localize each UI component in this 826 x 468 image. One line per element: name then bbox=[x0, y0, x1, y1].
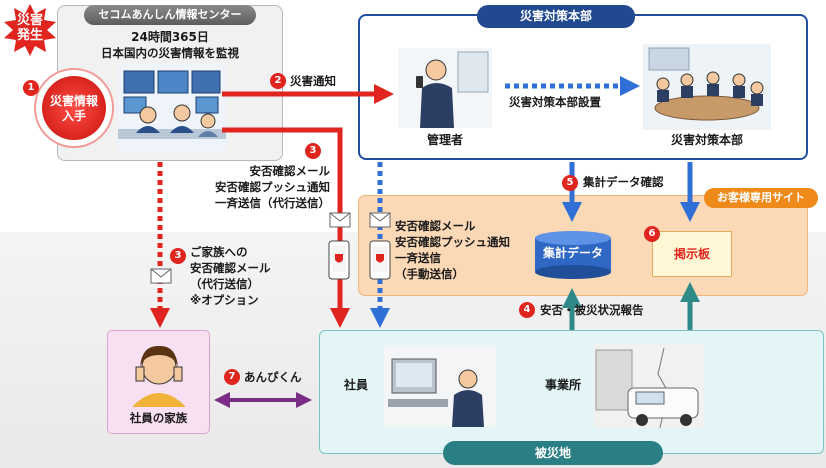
hq-room-icon bbox=[643, 44, 771, 130]
manager-label: 管理者 bbox=[426, 133, 463, 147]
disaster-burst-icon bbox=[4, 4, 56, 56]
intake-circle bbox=[34, 68, 114, 148]
customer-site-title: お客様専用サイト bbox=[704, 188, 818, 208]
intake-label: 災害情報 入手 bbox=[34, 94, 114, 124]
bulletin-board-label: 掲示板 bbox=[673, 247, 710, 261]
step-3a-line3: 一斉送信（代行送信） bbox=[215, 196, 330, 210]
step-3b-badge: 3 bbox=[170, 248, 186, 264]
disaster-line2: 発生 bbox=[16, 28, 43, 43]
step-3a-line2: 安否確認プッシュ通知 bbox=[215, 180, 330, 194]
hq-setup-label: 災害対策本部設置 bbox=[509, 95, 601, 109]
employee-label: 社員 bbox=[344, 378, 369, 392]
phone-icon bbox=[328, 240, 350, 280]
manual-line2: 安否確認プッシュ通知 bbox=[395, 235, 510, 249]
office-icon bbox=[594, 344, 704, 428]
family-label: 社員の家族 bbox=[129, 411, 188, 425]
manual-send-text: 安否確認メール 安否確認プッシュ通知 一斉送信 （手動送信） bbox=[395, 218, 510, 282]
hq-title: 災害対策本部 bbox=[477, 5, 635, 28]
step-7-label: あんぴくん bbox=[244, 370, 302, 384]
mail-icon bbox=[150, 268, 172, 284]
phone-icon bbox=[369, 240, 391, 280]
secom-sub-monitor: 日本国内の災害情報を監視 bbox=[101, 46, 239, 60]
disaster-site-title: 被災地 bbox=[443, 441, 663, 465]
step-4-label: 安否・被災状況報告 bbox=[540, 303, 644, 317]
hq-room-label: 災害対策本部 bbox=[670, 133, 743, 147]
disaster-badge-label: 災害 発生 bbox=[4, 13, 56, 43]
step-3b-line4: ※オプション bbox=[190, 293, 259, 307]
step-5-label: 集計データ確認 bbox=[583, 175, 664, 189]
mail-icon bbox=[369, 212, 391, 228]
step-3b-line2: 安否確認メール bbox=[190, 261, 271, 275]
employee-desk-icon bbox=[384, 345, 496, 427]
monitoring-scene-icon bbox=[118, 63, 226, 153]
aggregate-data-icon bbox=[535, 231, 611, 279]
step-5-badge: 5 bbox=[562, 175, 578, 191]
manual-line1: 安否確認メール bbox=[395, 219, 476, 233]
intake-line1: 災害情報 bbox=[49, 94, 98, 108]
step-1-badge: 1 bbox=[23, 80, 39, 96]
step-7-badge: 7 bbox=[224, 369, 240, 385]
manual-line3: 一斉送信 bbox=[395, 251, 441, 265]
step-3b-line3: （代行送信） bbox=[190, 277, 259, 291]
secom-sub-24h: 24時間365日 bbox=[131, 30, 209, 44]
secom-center-title: セコムあんしん情報センター bbox=[84, 5, 256, 25]
family-member-icon bbox=[132, 345, 186, 407]
step-2-label: 災害通知 bbox=[290, 74, 336, 88]
step-3b-text: ご家族への 安否確認メール （代行送信） ※オプション bbox=[190, 244, 271, 308]
manual-line4: （手動送信） bbox=[395, 267, 464, 281]
step-3a-text: 安否確認メール 安否確認プッシュ通知 一斉送信（代行送信） bbox=[205, 163, 330, 211]
office-label: 事業所 bbox=[545, 378, 582, 392]
aggregate-data-label: 集計データ bbox=[542, 246, 603, 260]
bulletin-board-box bbox=[652, 231, 732, 277]
intake-line2: 入手 bbox=[61, 109, 86, 123]
step-2-badge: 2 bbox=[270, 73, 286, 89]
step-6-badge: 6 bbox=[644, 226, 660, 242]
step-3b-line1: ご家族への bbox=[190, 245, 248, 259]
step-4-badge: 4 bbox=[519, 302, 535, 318]
step-3a-line1: 安否確認メール bbox=[249, 164, 331, 178]
mail-icon bbox=[329, 212, 351, 228]
disaster-line1: 災害 bbox=[16, 13, 43, 28]
manager-icon bbox=[398, 48, 492, 128]
step-3a-badge: 3 bbox=[305, 143, 321, 159]
